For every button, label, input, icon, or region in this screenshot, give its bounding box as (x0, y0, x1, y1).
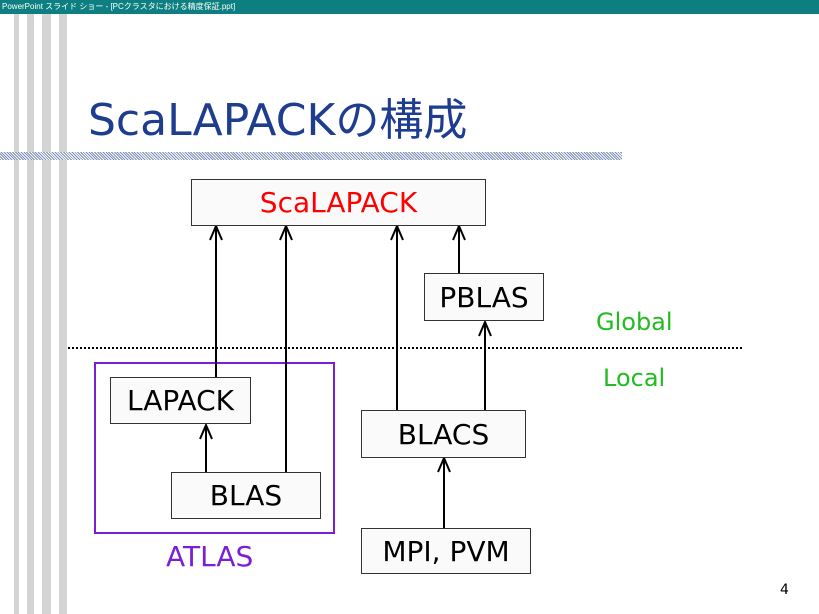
blas-box: BLAS (171, 472, 321, 519)
window-titlebar: PowerPoint スライド ショー - [PCクラスタにおける精度保証.pp… (0, 0, 819, 14)
global-label: Global (596, 308, 673, 336)
mpi-pvm-box: MPI, PVM (361, 528, 531, 574)
arrow-head (209, 223, 223, 241)
atlas-label: ATLAS (166, 540, 254, 573)
decorative-stripe (59, 14, 67, 614)
arrow-head (452, 223, 466, 241)
pblas-box: PBLAS (424, 273, 544, 321)
title-underline (0, 152, 622, 160)
mpi-pvm-label: MPI, PVM (382, 534, 510, 568)
blacs-label: BLACS (397, 417, 490, 451)
scalapack-box: ScaLAPACK (191, 179, 486, 226)
decorative-stripe (27, 14, 34, 614)
decorative-stripe (42, 14, 51, 614)
arrow-head (390, 223, 404, 241)
local-label: Local (603, 364, 666, 392)
page-number: 4 (780, 582, 789, 598)
arrow-head (478, 319, 492, 337)
blas-label: BLAS (209, 479, 283, 512)
lapack-label: LAPACK (126, 384, 235, 417)
decorative-stripe (14, 14, 19, 614)
arrow-head (199, 422, 213, 440)
blacs-box: BLACS (361, 410, 526, 458)
arrow-head (437, 455, 451, 473)
atlas-group-border (94, 362, 335, 534)
lapack-box: LAPACK (110, 377, 251, 424)
arrow-head (279, 223, 293, 241)
scalapack-label: ScaLAPACK (259, 186, 418, 219)
slide-title: ScaLAPACKの構成 (88, 95, 468, 146)
pblas-label: PBLAS (439, 280, 529, 314)
